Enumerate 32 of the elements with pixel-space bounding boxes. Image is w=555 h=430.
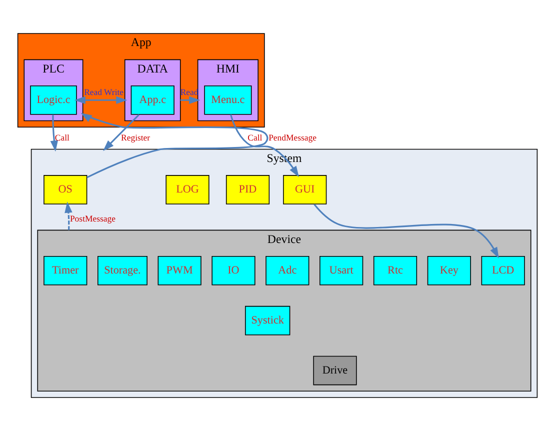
node-box: GUI (283, 174, 327, 204)
node-box: Logic.c (30, 84, 77, 114)
node-box: Adc (266, 255, 310, 285)
node-box: Usart (320, 255, 364, 285)
node-box: PID (226, 174, 270, 204)
node-box: App.c (130, 84, 174, 114)
node-box: Storage. (98, 255, 148, 285)
arrow (64, 201, 72, 230)
arrow (314, 203, 499, 258)
node-box: Rtc (373, 255, 418, 285)
node-box: Key (427, 255, 471, 285)
arrow (180, 96, 200, 104)
node-box: PWM (158, 255, 202, 285)
arrow (74, 96, 128, 104)
node-box: Drive (313, 355, 357, 385)
edge-label: Call (54, 132, 70, 142)
node-box: IO (212, 255, 256, 285)
node-box: LCD (481, 255, 525, 285)
edge-label: Call (248, 132, 262, 142)
arrow (102, 114, 140, 150)
arrow (50, 114, 58, 152)
edge-label: PostMessage (70, 212, 116, 223)
node-box: Menu.c (204, 84, 252, 114)
edge-label: PendMessage (268, 132, 317, 142)
edge-label: Register (121, 132, 150, 142)
node-box: OS (44, 174, 88, 204)
edge-label: Read Write (84, 86, 124, 97)
arrow (80, 112, 268, 178)
arrow (230, 114, 300, 177)
node-box: LOG (166, 174, 210, 204)
node-box: Timer (44, 255, 88, 285)
node-box: Systick (244, 305, 290, 335)
